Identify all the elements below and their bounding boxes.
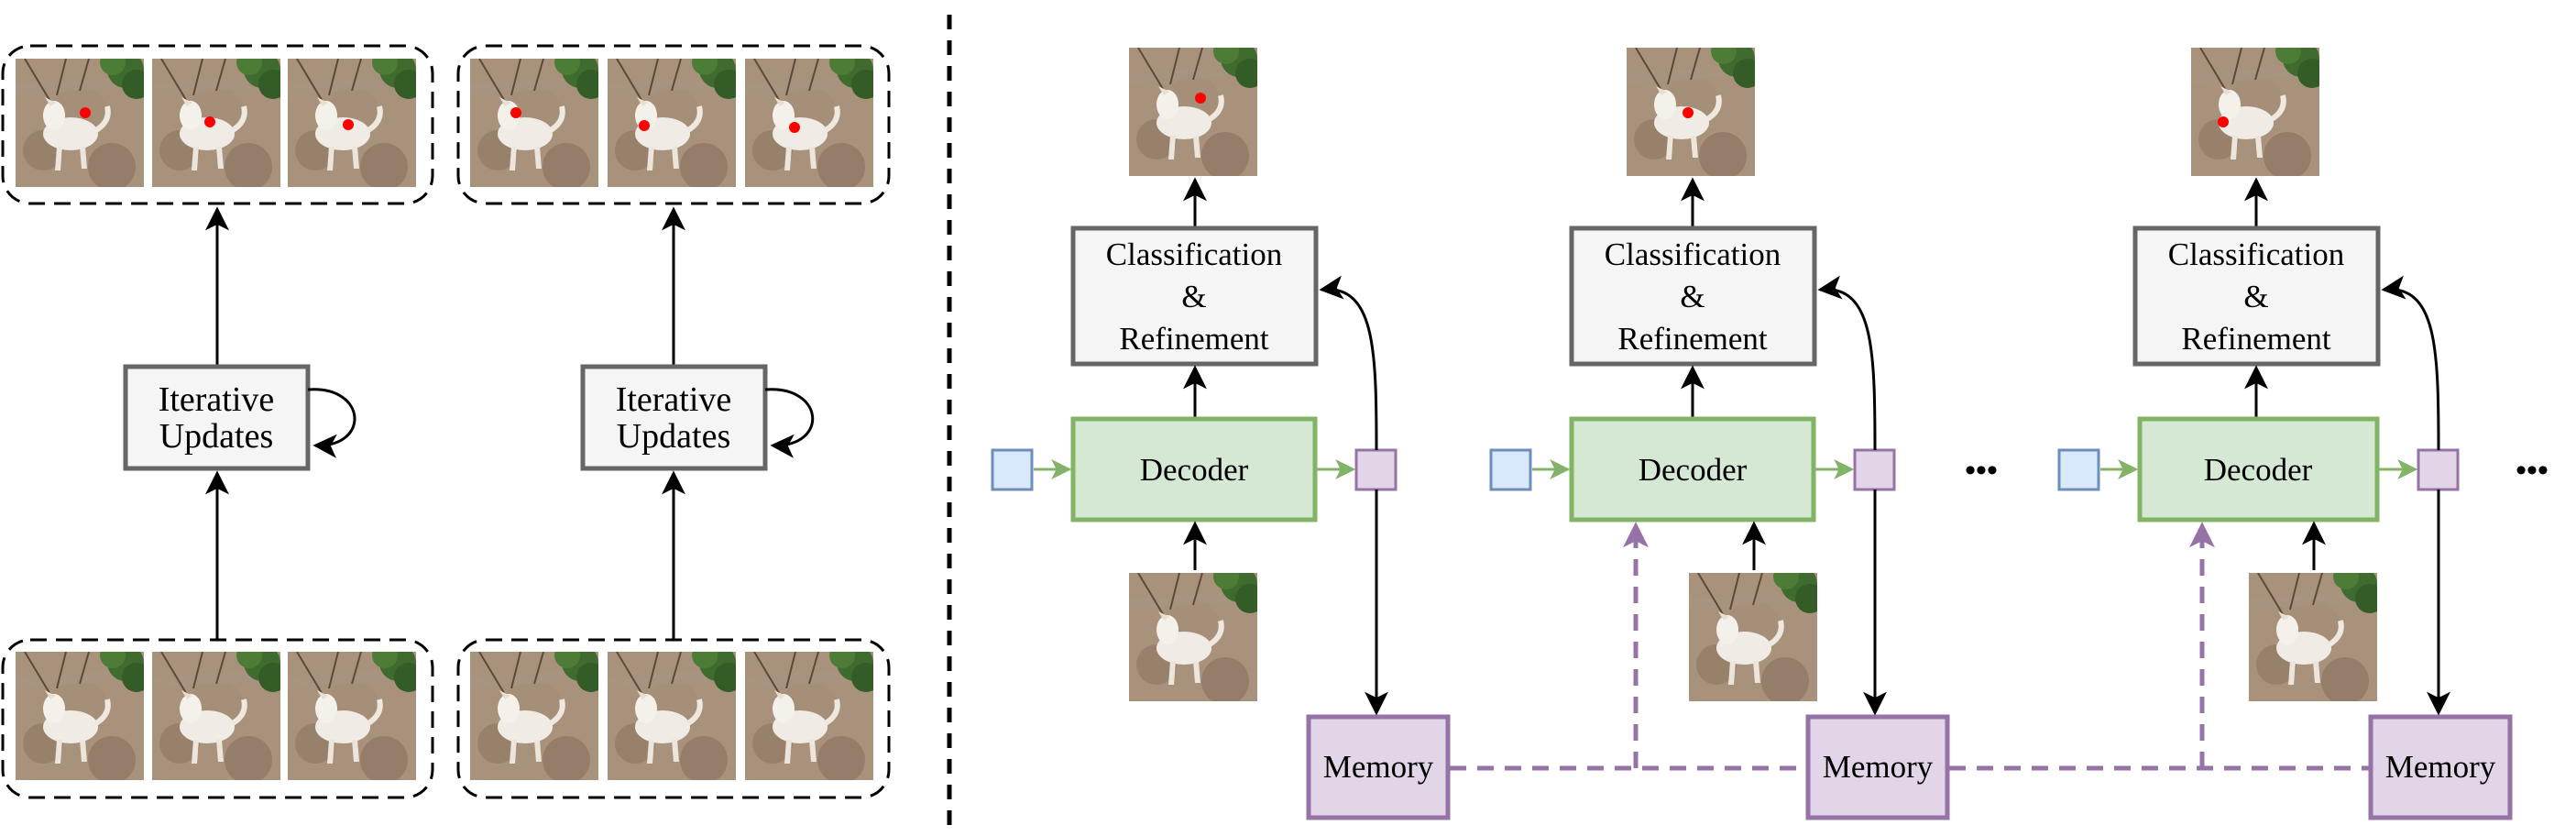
ellipsis-1: •••: [1965, 454, 1998, 488]
memory-box-1: Memory: [1306, 714, 1451, 820]
input-frame-6: [745, 643, 881, 784]
stage-2: Classification & Refinement Decoder Memo…: [1489, 38, 1950, 820]
point-marker: [343, 119, 354, 130]
output-frame-6: [745, 50, 881, 191]
head-label-line2: &: [1680, 279, 1705, 314]
memory-box-2: Memory: [1805, 714, 1950, 820]
output-mask-frame-1: [1129, 38, 1265, 180]
iterative-updates-box-1: Iterative Updates: [123, 364, 311, 471]
ellipsis-2: •••: [2516, 454, 2549, 488]
stage-1: Classification & Refinement Decoder Memo…: [991, 38, 1451, 820]
input-frame-2: [152, 643, 288, 784]
point-marker: [2218, 116, 2229, 127]
output-frame-group-1: [1, 44, 434, 205]
input-frame-stage-2: [1689, 564, 1825, 705]
head-label-line3: Refinement: [1617, 321, 1768, 357]
input-frame-5: [608, 643, 743, 784]
output-frame-5: [608, 50, 743, 191]
arrow-state-to-head: [1817, 275, 1877, 451]
iterative-updates-line1: Iterative: [159, 380, 275, 419]
decoder-label: Decoder: [1140, 452, 1249, 488]
point-marker: [80, 107, 91, 118]
query-token-2: [1489, 448, 1532, 491]
input-frame-1: [16, 643, 151, 784]
head-label-line1: Classification: [1106, 236, 1282, 272]
output-group-border: [1, 44, 434, 205]
iterative-updates-line1: Iterative: [616, 380, 732, 419]
output-frame-3: [288, 50, 423, 191]
input-frame-stage-1: [1129, 564, 1265, 705]
classification-refinement-box-2: Classification & Refinement: [1569, 226, 1817, 367]
output-mask-frame-3: [2191, 38, 2327, 180]
input-frame-group-1: [1, 638, 434, 799]
point-marker: [639, 120, 650, 131]
input-frame-3: [288, 643, 423, 784]
memory-label: Memory: [1323, 749, 1434, 785]
head-label-line1: Classification: [2168, 236, 2344, 272]
output-frame-group-2: [456, 44, 891, 205]
output-frame-2: [152, 50, 288, 191]
point-marker: [204, 116, 215, 127]
query-token-1: [991, 448, 1034, 491]
state-token-2: [1853, 448, 1896, 491]
right-panel: Classification & Refinement Decoder Memo…: [991, 38, 2549, 820]
classification-refinement-box-1: Classification & Refinement: [1070, 226, 1319, 367]
input-frame-stage-3: [2249, 564, 2384, 705]
head-label-line3: Refinement: [1119, 321, 1269, 357]
state-token-1: [1354, 448, 1398, 491]
head-label-line3: Refinement: [2181, 321, 2331, 357]
input-frame-4: [470, 643, 606, 784]
self-loop-arrow-2: [764, 388, 815, 458]
left-panel: Iterative Updates Iterative Updates: [1, 44, 891, 799]
iterative-updates-line2: Updates: [617, 417, 731, 456]
point-marker: [1683, 107, 1694, 118]
state-token-3: [2417, 448, 2460, 491]
memory-label: Memory: [2385, 749, 2496, 785]
output-frame-4: [470, 50, 606, 191]
decoder-label: Decoder: [2204, 452, 2313, 488]
decoder-label: Decoder: [1639, 452, 1748, 488]
iterative-updates-line2: Updates: [159, 417, 274, 456]
classification-refinement-box-3: Classification & Refinement: [2132, 226, 2381, 367]
point-marker: [789, 122, 800, 133]
arrow-state-to-head: [2381, 275, 2440, 451]
query-token-3: [2057, 448, 2100, 491]
head-label-line2: &: [2243, 279, 2268, 314]
head-label-line1: Classification: [1605, 236, 1781, 272]
point-marker: [510, 107, 521, 118]
output-mask-frame-2: [1627, 38, 1762, 180]
output-group-border: [456, 44, 891, 205]
memory-label: Memory: [1823, 749, 1934, 785]
self-loop-arrow-1: [307, 388, 356, 458]
point-marker: [1195, 93, 1206, 104]
decoder-box-2: Decoder: [1569, 416, 1816, 522]
decoder-box-3: Decoder: [2137, 416, 2380, 522]
arrow-state-to-head: [1319, 275, 1378, 451]
head-label-line2: &: [1181, 279, 1206, 314]
memory-box-3: Memory: [2368, 714, 2513, 820]
iterative-updates-box-2: Iterative Updates: [580, 364, 768, 471]
decoder-box-1: Decoder: [1070, 416, 1318, 522]
input-frame-group-2: [456, 638, 891, 799]
output-frame-1: [16, 50, 151, 191]
stage-3: Classification & Refinement Decoder Memo…: [2057, 38, 2513, 820]
